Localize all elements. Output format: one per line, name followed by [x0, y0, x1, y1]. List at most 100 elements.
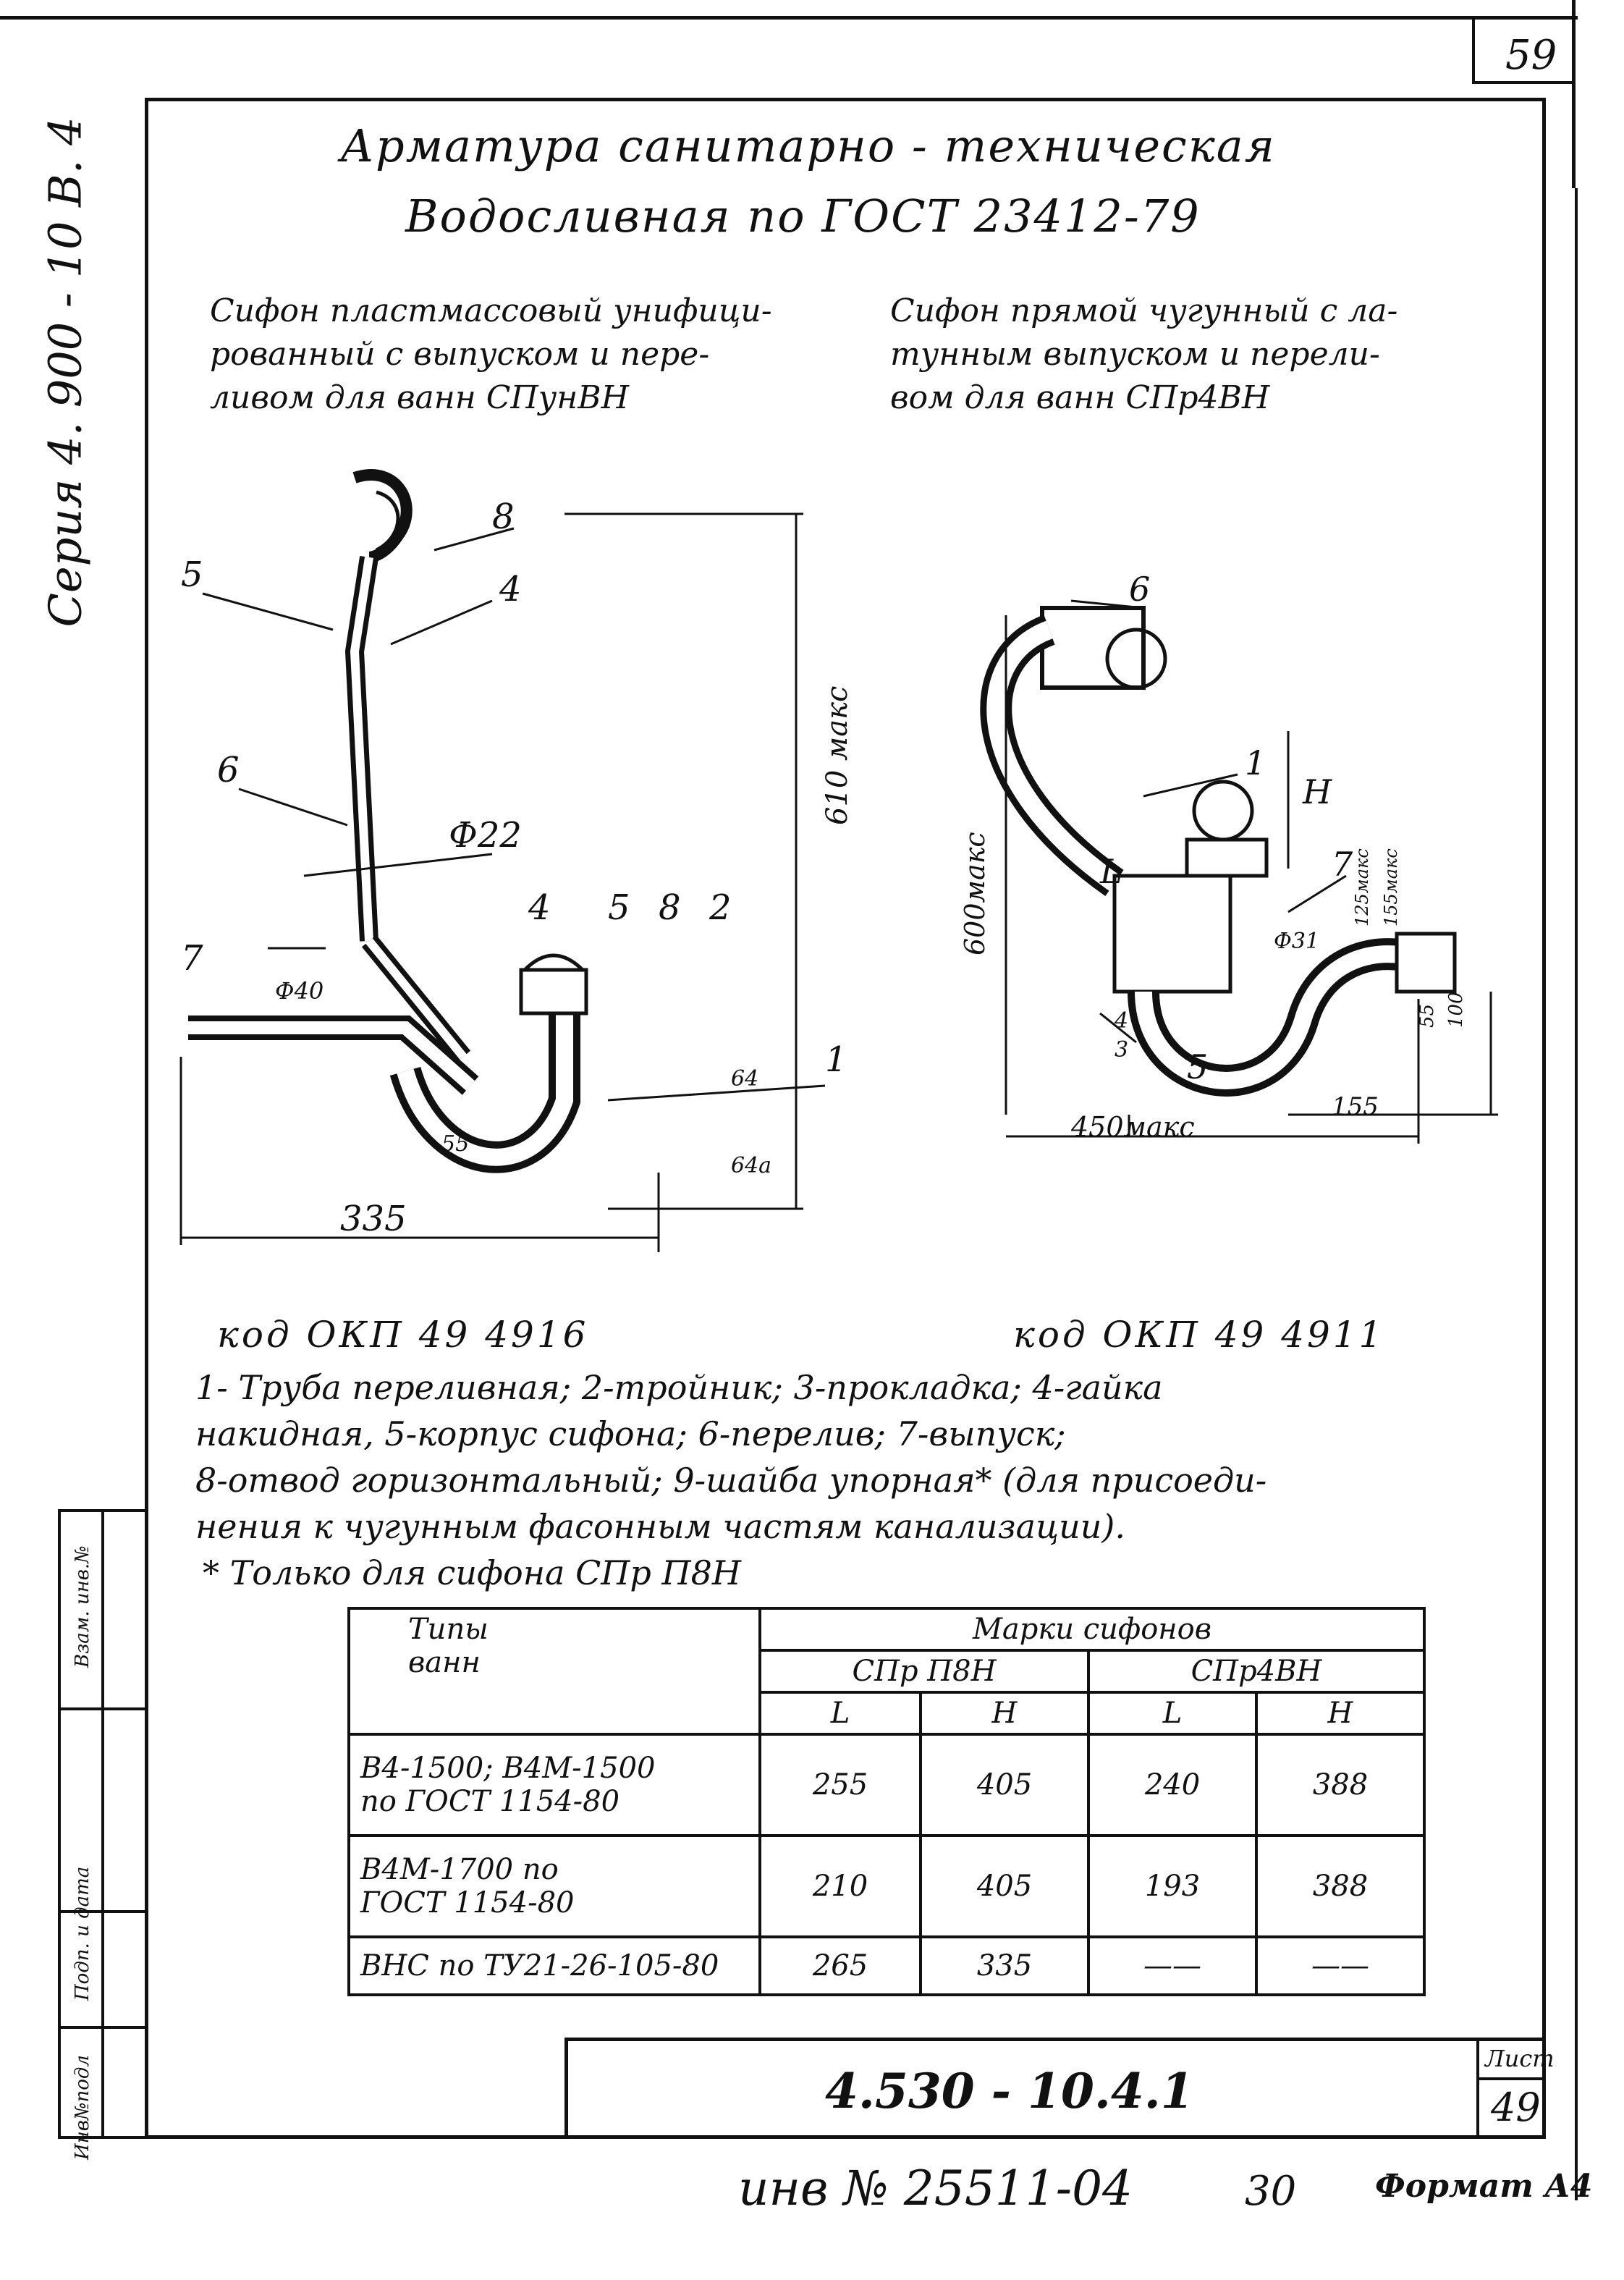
dim-600: 600макс [959, 832, 991, 955]
r-callout-7: 7 [1332, 845, 1353, 884]
title-line2: Водосливная по ГОСТ 23412-79 [405, 190, 1201, 242]
left-okp-code: код ОКП 49 4916 [217, 1314, 589, 1356]
stamp-sheet-left [1476, 2038, 1479, 2139]
page-box-left [1472, 16, 1475, 81]
header-types: Типы ванн [347, 1607, 761, 1736]
title-line1: Арматура санитарно - техническая [340, 119, 1276, 172]
siphon-table: Типы ванн Марки сифонов СПр П8Н СПр4ВН L… [347, 1607, 1426, 1996]
sub-header-2: СПр4ВН [1087, 1649, 1426, 1694]
cell: 335 [919, 1935, 1090, 1996]
callout-4: 4 [499, 569, 522, 609]
left-caption-line: ливом для ванн СПунВН [210, 379, 629, 416]
stamp-top [564, 2038, 1546, 2041]
cell: —— [1087, 1935, 1258, 1996]
callout-2: 2 [709, 887, 732, 928]
r-callout-6: 6 [1129, 570, 1150, 609]
right-rule-lower [1575, 188, 1578, 2200]
header-marks: Марки сифонов [758, 1607, 1426, 1652]
bottom-inventory: инв № 25511-04 [738, 2161, 1133, 2216]
right-rule [1572, 0, 1576, 188]
legend-line: 1- Труба переливная; 2-тройник; 3-прокла… [195, 1368, 1163, 1407]
r-callout-1: 1 [1245, 743, 1266, 782]
col-L1: L [758, 1691, 922, 1736]
format-label: Формат А4 [1375, 2168, 1593, 2205]
col-L2: L [1087, 1691, 1258, 1736]
r-callout-3: 3 [1115, 1037, 1128, 1063]
dim-155: 155 [1332, 1092, 1379, 1121]
r-callout-phi31: Ф31 [1274, 929, 1319, 954]
sheet-number: 49 [1491, 2085, 1541, 2130]
table-row: В4М-1700 по ГОСТ 1154-80 210 405 193 388 [347, 1834, 1426, 1938]
legend-line: нения к чугунным фасонным частям канализ… [195, 1507, 1125, 1546]
cell: 405 [919, 1834, 1090, 1938]
r-callout-H: H [1302, 772, 1332, 811]
stamp-sheet-mid [1476, 2077, 1546, 2080]
callout-phi40: Ф40 [275, 977, 323, 1005]
right-okp-code: код ОКП 49 4911 [1013, 1314, 1385, 1356]
bottom-extra: 30 [1245, 2168, 1297, 2215]
row-type: ВНС по ТУ21-26-105-80 [347, 1935, 761, 1996]
cell: 388 [1255, 1733, 1426, 1837]
page-number: 59 [1505, 32, 1557, 79]
cell: 210 [758, 1834, 922, 1938]
cell: 405 [919, 1733, 1090, 1837]
right-caption-line: тунным выпуском и перели- [890, 336, 1380, 373]
dim-height-610: 610 макс [821, 686, 854, 825]
callout-8: 8 [492, 497, 515, 537]
table-row: В4-1500; В4М-1500 по ГОСТ 1154-80 255 40… [347, 1733, 1426, 1837]
r-callout-55: 55 [1416, 1004, 1438, 1028]
legend-line: накидная, 5-корпус сифона; 6-перелив; 7-… [195, 1414, 1066, 1453]
callout-4b: 4 [528, 887, 551, 928]
callout-64a: 64а [731, 1153, 771, 1178]
cell: 388 [1255, 1834, 1426, 1938]
sub-header-1: СПр П8Н [758, 1649, 1090, 1694]
r-callout-125: 125макс [1352, 848, 1372, 926]
callout-5: 5 [181, 554, 203, 595]
stamp-inv: Взам. инв.№ [72, 1545, 93, 1668]
col-H1: H [919, 1691, 1090, 1736]
main-frame [145, 98, 1546, 2139]
dim-450: 450макс [1070, 1111, 1195, 1143]
callout-6: 6 [217, 750, 240, 790]
table-row: ВНС по ТУ21-26-105-80 265 335 —— —— [347, 1935, 1426, 1996]
cell: 265 [758, 1935, 922, 1996]
callout-7: 7 [181, 938, 203, 979]
r-callout-100: 100 [1445, 992, 1467, 1028]
left-siphon-drawing: 8 5 4 6 Ф22 4 5 8 2 7 Ф40 1 64 55 64а 33… [179, 469, 854, 1252]
row-type: В4М-1700 по ГОСТ 1154-80 [347, 1834, 761, 1938]
callout-55: 55 [441, 1131, 469, 1157]
cell: 193 [1087, 1834, 1258, 1938]
callout-1: 1 [825, 1039, 847, 1080]
r-callout-155max: 155макс [1381, 848, 1401, 926]
right-caption-line: вом для ванн СПр4ВН [890, 379, 1270, 416]
r-callout-L: L [1099, 852, 1122, 891]
legend-line: * Только для сифона СПр П8Н [203, 1553, 741, 1592]
side-stamp: Взам. инв.№ Подп. и дата Инв№подл [58, 1509, 145, 2160]
sheet-label: Лист [1485, 2045, 1555, 2072]
row-type: В4-1500; В4М-1500 по ГОСТ 1154-80 [347, 1733, 761, 1837]
legend-line: 8-отвод горизонтальный; 9-шайба упорная*… [195, 1461, 1267, 1500]
side-series: Серия 4. 900 - 10 В. 4 [38, 117, 92, 628]
cell: 255 [758, 1733, 922, 1837]
left-caption-line: рованный с выпуском и пере- [210, 336, 710, 373]
right-caption-line: Сифон прямой чугунный с ла- [890, 292, 1398, 329]
stamp-left [564, 2038, 568, 2139]
r-callout-5: 5 [1187, 1047, 1208, 1086]
left-caption-line: Сифон пластмассовый унифици- [210, 292, 772, 329]
right-siphon-drawing: 6 1 H L 7 Ф31 125макс 155макс 4 3 5 55 1… [959, 570, 1498, 1144]
callout-8b: 8 [659, 887, 681, 928]
top-rule [0, 16, 1578, 20]
right-caption: Сифон прямой чугунный с ла- тунным выпус… [890, 290, 1397, 420]
stamp-sign: Подп. и дата [72, 1866, 93, 2001]
callout-64: 64 [731, 1066, 758, 1092]
stamp-podl: Инв№подл [72, 2055, 93, 2160]
callout-5b: 5 [608, 887, 630, 928]
callout-phi22: Ф22 [449, 815, 522, 856]
page-box-bottom [1472, 81, 1573, 84]
legend: 1- Труба переливная; 2-тройник; 3-прокла… [195, 1364, 1266, 1596]
r-callout-4: 4 [1114, 1008, 1128, 1034]
cell: —— [1255, 1935, 1426, 1996]
stamp-code: 4.530 - 10.4.1 [825, 2063, 1194, 2119]
col-H2: H [1255, 1691, 1426, 1736]
dim-length-335: 335 [340, 1199, 407, 1239]
